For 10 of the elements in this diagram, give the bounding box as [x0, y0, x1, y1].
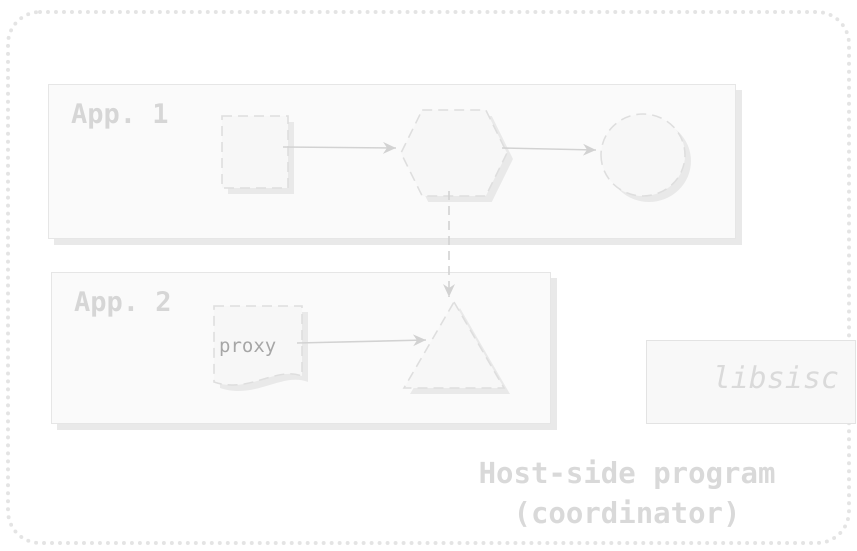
circle-shape: [600, 113, 692, 203]
arrow: [283, 142, 396, 154]
hexagon-shape: [400, 109, 514, 203]
library-box: [646, 340, 856, 424]
square-shape: [221, 115, 295, 195]
arrow: [443, 191, 455, 297]
triangle-shape: [403, 301, 511, 395]
arrow: [502, 144, 596, 156]
proxy-label: proxy: [219, 335, 276, 357]
arrow: [296, 334, 426, 346]
